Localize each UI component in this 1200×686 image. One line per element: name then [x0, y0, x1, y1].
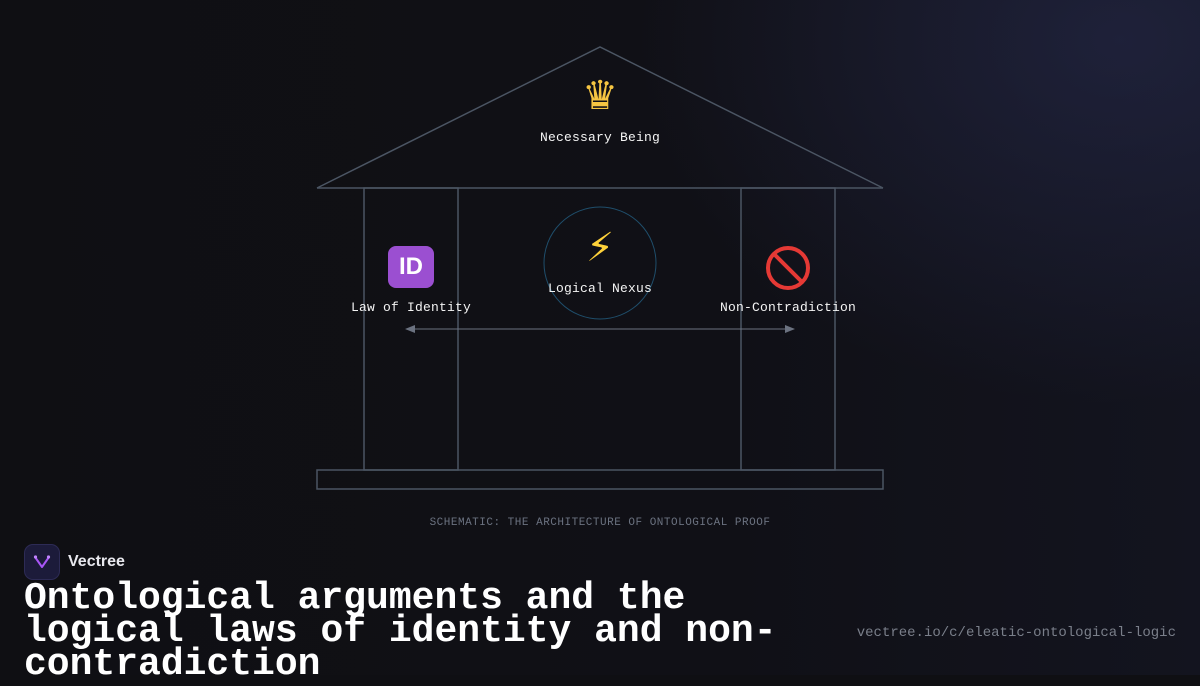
course-url: vectree.io/c/eleatic-ontological-logic	[856, 625, 1176, 641]
lightning-bolt-icon: ⚡	[585, 225, 615, 271]
page-title: Ontological arguments and the logical la…	[24, 577, 777, 686]
brand: Vectree	[24, 544, 125, 580]
crown-icon: ♛	[582, 73, 618, 119]
id-badge-icon: ID	[388, 246, 434, 288]
necessary-being-label: Necessary Being	[539, 130, 661, 145]
pediment-roof	[316, 46, 884, 189]
nexus-circle	[543, 206, 657, 320]
non-contradiction-label: Non-Contradiction	[719, 300, 857, 315]
vectree-logo-icon	[24, 544, 60, 580]
brand-name: Vectree	[68, 553, 125, 570]
schematic-caption: SCHEMATIC: THE ARCHITECTURE OF ONTOLOGIC…	[429, 517, 771, 529]
temple-base	[316, 469, 884, 490]
law-of-identity-label: Law of Identity	[350, 300, 472, 315]
prohibited-icon	[766, 246, 810, 290]
logical-nexus-label: Logical Nexus	[547, 281, 653, 296]
